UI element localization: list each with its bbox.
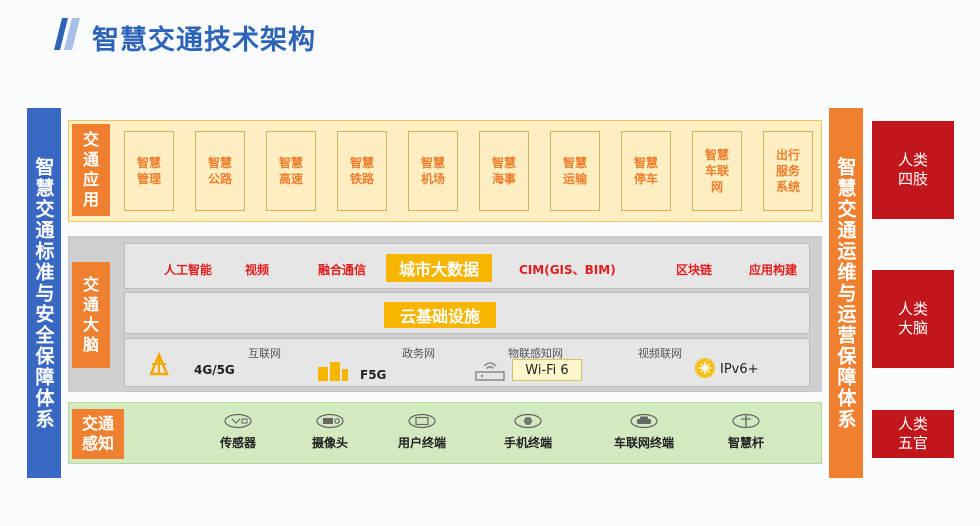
app-item-line: 智慧	[278, 155, 303, 170]
network-row	[124, 338, 810, 387]
sense-label: 车联网终端	[613, 436, 674, 450]
net-f5g: F5G	[360, 368, 387, 382]
app-item-line: 智慧	[562, 155, 587, 170]
camera-icon	[316, 413, 344, 429]
app-smart-parking: 智慧停车	[621, 131, 671, 211]
net-4g5g: 4G/5G	[194, 363, 235, 377]
net-wifi6: Wi-Fi 6	[512, 359, 582, 381]
car-icon	[630, 413, 658, 429]
app-item-line: 智慧	[136, 155, 161, 170]
cloud-infrastructure: 云基础设施	[384, 302, 496, 328]
tag-line: 交通	[81, 414, 114, 433]
sense-sensor: 传感器	[196, 413, 280, 451]
app-smart-airport: 智慧机场	[408, 131, 458, 211]
tag-char: 交	[82, 275, 99, 294]
app-smart-expressway: 智慧高速	[266, 131, 316, 211]
human-limbs-box: 人类四肢	[872, 121, 954, 219]
tech-app-build: 应用构建	[749, 263, 798, 277]
smart-pole-icon	[732, 413, 760, 429]
sensing-layer	[68, 402, 822, 464]
app-item-line: 智慧	[704, 147, 729, 162]
app-smart-highway: 智慧公路	[195, 131, 245, 211]
app-smart-iov: 智慧车联网	[692, 131, 742, 211]
human-brain-box: 人类大脑	[872, 270, 954, 368]
app-item-line: 系统	[775, 180, 800, 195]
tag-char: 通	[82, 295, 99, 314]
app-item-line: 服务	[775, 163, 800, 178]
sense-label: 手机终端	[503, 436, 552, 450]
tech-ai: 人工智能	[164, 263, 213, 277]
box-line: 人类	[897, 414, 928, 433]
title-accent-icon	[54, 18, 80, 50]
tech-video: 视频	[245, 263, 270, 277]
tag-char: 交	[82, 130, 99, 149]
app-item-line: 智慧	[207, 155, 232, 170]
tag-char: 脑	[82, 335, 99, 354]
tech-blockchain: 区块链	[676, 263, 713, 277]
net-ipv6: IPv6+	[720, 362, 759, 377]
tag-char: 大	[82, 315, 99, 334]
ipv6-icon	[695, 358, 715, 378]
sense-label: 用户终端	[397, 436, 446, 450]
net-gov: 政务网	[402, 347, 435, 360]
net-internet: 互联网	[248, 347, 281, 360]
tag-char: 通	[82, 150, 99, 169]
app-travel-service: 出行服务系统	[763, 131, 813, 211]
app-item-line: 智慧	[420, 155, 445, 170]
sense-label: 智慧杆	[727, 436, 764, 450]
human-senses-box: 人类五官	[872, 410, 954, 458]
box-line: 五官	[897, 434, 928, 452]
app-item-line: 网	[710, 180, 723, 195]
tech-cim: CIM(GIS、BIM)	[519, 263, 616, 277]
app-item-line: 智慧	[349, 155, 374, 170]
app-item-line: 智慧	[491, 155, 516, 170]
sense-vehicle: 车联网终端	[602, 413, 686, 451]
app-item-line: 铁路	[349, 172, 374, 186]
sense-phone: 手机终端	[486, 413, 570, 451]
app-item-line: 公路	[207, 172, 232, 186]
net-video: 视频联网	[638, 347, 682, 360]
app-item-line: 停车	[633, 172, 658, 186]
phone-icon	[514, 413, 542, 429]
cell-tower-icon	[149, 352, 169, 376]
app-smart-transport: 智慧运输	[550, 131, 600, 211]
tech-fusion-comm: 融合通信	[318, 263, 367, 277]
app-smart-management: 智慧管理	[124, 131, 174, 211]
box-line: 人类	[897, 299, 928, 318]
sense-camera: 摄像头	[288, 413, 372, 451]
sense-smart-pole: 智慧杆	[704, 413, 788, 451]
app-item-line: 海事	[491, 172, 516, 186]
city-big-data: 城市大数据	[386, 254, 492, 282]
sense-user-terminal: 用户终端	[380, 413, 464, 451]
app-item-line: 机场	[420, 172, 445, 186]
fiber-icon	[318, 362, 348, 381]
app-smart-railway: 智慧铁路	[337, 131, 387, 211]
app-item-line: 管理	[136, 172, 161, 186]
app-item-line: 出行	[775, 147, 800, 162]
user-terminal-icon	[408, 413, 436, 429]
app-item-line: 车联	[704, 163, 729, 178]
brain-layer-tag: 交 通 大 脑	[72, 262, 110, 368]
sense-label: 传感器	[219, 436, 256, 450]
app-smart-maritime: 智慧海事	[479, 131, 529, 211]
app-item-line: 运输	[562, 172, 587, 186]
sensing-layer-tag: 交通 感知	[72, 409, 124, 459]
standards-security-bar: 智慧交通标准与安全保障体系	[27, 108, 61, 478]
tag-line: 感知	[81, 434, 114, 453]
tag-char: 应	[82, 170, 99, 189]
page-title: 智慧交通技术架构	[92, 25, 316, 56]
operations-maintenance-bar: 智慧交通运维与运营保障体系	[829, 108, 863, 478]
app-item-line: 高速	[278, 172, 303, 186]
sensor-icon	[224, 413, 252, 429]
app-item-line: 智慧	[633, 155, 658, 170]
net-iot: 物联感知网	[508, 347, 563, 360]
box-line: 人类	[897, 150, 928, 169]
box-line: 四肢	[897, 170, 928, 188]
sense-label: 摄像头	[311, 436, 348, 450]
application-layer-tag: 交 通 应 用	[72, 124, 110, 216]
wifi-router-icon	[475, 362, 505, 381]
box-line: 大脑	[897, 319, 928, 337]
tag-char: 用	[82, 190, 99, 209]
